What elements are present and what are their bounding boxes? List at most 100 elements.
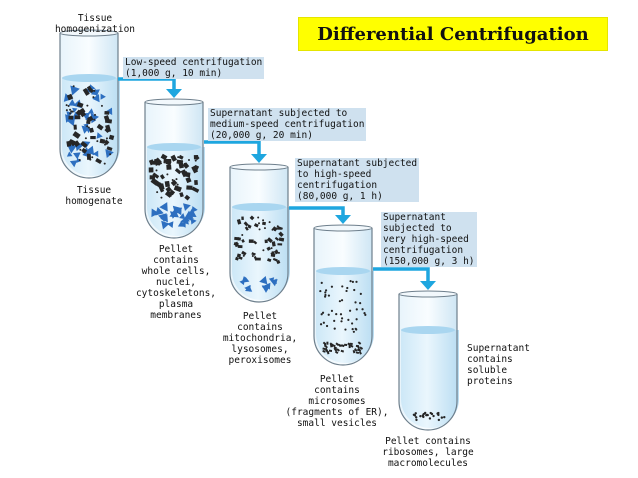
final-supernatant-label: Supernatant contains soluble proteins bbox=[467, 343, 530, 387]
small-particle bbox=[91, 156, 94, 159]
tube-liquid bbox=[401, 330, 459, 428]
cell-debris-particle bbox=[337, 343, 342, 347]
small-particle bbox=[177, 156, 180, 159]
cell-debris-particle bbox=[352, 349, 356, 354]
organelle-particle bbox=[85, 145, 95, 156]
cell-debris-particle bbox=[108, 134, 115, 141]
organelle-particle bbox=[100, 93, 106, 100]
cell-debris-particle bbox=[185, 176, 192, 184]
small-particle bbox=[69, 108, 72, 111]
tube-rim bbox=[59, 29, 119, 37]
cell-debris-particle bbox=[347, 342, 351, 346]
small-particle bbox=[355, 308, 358, 311]
cell-debris-particle bbox=[357, 348, 362, 352]
cell-debris-particle bbox=[103, 139, 110, 146]
tube-very-high-speed bbox=[398, 290, 459, 431]
liquid-surface bbox=[401, 326, 455, 334]
organelle-particle bbox=[76, 157, 82, 163]
cell-debris-particle bbox=[248, 239, 254, 243]
liquid-surface bbox=[62, 74, 116, 82]
cell-debris-particle bbox=[324, 347, 328, 352]
small-particle bbox=[322, 321, 325, 324]
small-particle bbox=[183, 162, 186, 165]
organelle-particle bbox=[186, 208, 197, 217]
small-particle bbox=[247, 224, 250, 227]
small-particle bbox=[321, 311, 325, 314]
cell-debris-particle bbox=[159, 174, 165, 180]
small-particle bbox=[324, 291, 327, 294]
small-particle bbox=[320, 281, 323, 284]
small-particle bbox=[263, 227, 266, 230]
small-particle bbox=[351, 322, 354, 325]
organelle-particle bbox=[151, 208, 159, 218]
arrow-line bbox=[204, 140, 261, 155]
tube-outline bbox=[229, 167, 289, 303]
small-particle bbox=[355, 280, 358, 283]
small-particle bbox=[414, 412, 417, 415]
small-particle bbox=[81, 142, 84, 145]
organelle-particle bbox=[161, 220, 170, 230]
small-particle bbox=[320, 313, 323, 316]
arrow-step-3 bbox=[289, 206, 351, 224]
organelle-particle bbox=[72, 107, 78, 113]
cell-debris-particle bbox=[322, 349, 326, 353]
cell-debris-particle bbox=[278, 237, 285, 242]
cell-debris-particle bbox=[184, 194, 191, 201]
small-particle bbox=[355, 318, 358, 321]
small-particle bbox=[351, 280, 354, 283]
small-particle bbox=[71, 110, 74, 113]
small-particle bbox=[344, 328, 347, 331]
arrow-line bbox=[118, 77, 176, 90]
small-particle bbox=[354, 327, 357, 330]
cell-debris-particle bbox=[170, 154, 178, 162]
small-particle bbox=[338, 300, 341, 303]
small-particle bbox=[352, 330, 355, 333]
small-particle bbox=[364, 313, 367, 316]
small-particle bbox=[100, 104, 103, 107]
small-particle bbox=[325, 324, 329, 328]
small-particle bbox=[163, 161, 166, 164]
organelle-particle bbox=[158, 213, 167, 222]
cell-debris-particle bbox=[105, 118, 113, 124]
cell-debris-particle bbox=[237, 237, 242, 241]
small-particle bbox=[86, 104, 89, 107]
cell-debris-particle bbox=[174, 168, 182, 175]
small-particle bbox=[84, 137, 87, 140]
organelle-particle bbox=[69, 160, 78, 168]
arrow-step-2 bbox=[204, 140, 267, 163]
tube-liquid bbox=[232, 207, 290, 300]
cell-debris-particle bbox=[264, 239, 268, 244]
organelle-particle bbox=[66, 151, 73, 157]
cell-debris-particle bbox=[236, 219, 242, 225]
pellet-1-label: Pellet contains whole cells, nuclei, cyt… bbox=[135, 244, 217, 321]
small-particle bbox=[268, 221, 271, 224]
organelle-particle bbox=[68, 99, 76, 106]
arrow-head bbox=[420, 281, 436, 290]
cell-debris-particle bbox=[73, 124, 77, 130]
small-particle bbox=[103, 162, 106, 165]
small-particle bbox=[168, 167, 171, 170]
cell-debris-particle bbox=[255, 257, 261, 261]
small-particle bbox=[185, 171, 188, 174]
cell-debris-particle bbox=[332, 344, 336, 348]
small-particle bbox=[327, 313, 330, 316]
small-particle bbox=[79, 148, 82, 151]
cell-debris-particle bbox=[354, 348, 358, 352]
arrow-line bbox=[289, 206, 345, 216]
cell-debris-particle bbox=[89, 127, 95, 133]
tube-low-speed bbox=[144, 98, 205, 239]
small-particle bbox=[86, 125, 89, 128]
organelle-particle bbox=[179, 213, 186, 220]
small-particle bbox=[96, 140, 99, 143]
small-particle bbox=[324, 289, 328, 292]
organelle-particle bbox=[155, 207, 164, 216]
cell-debris-particle bbox=[165, 186, 172, 193]
cell-debris-particle bbox=[356, 345, 361, 349]
cell-debris-particle bbox=[164, 180, 170, 188]
organelle-particle bbox=[90, 88, 98, 96]
cell-debris-particle bbox=[324, 344, 328, 349]
small-particle bbox=[155, 163, 158, 166]
tube-outline bbox=[398, 294, 458, 431]
cell-debris-particle bbox=[249, 215, 255, 221]
